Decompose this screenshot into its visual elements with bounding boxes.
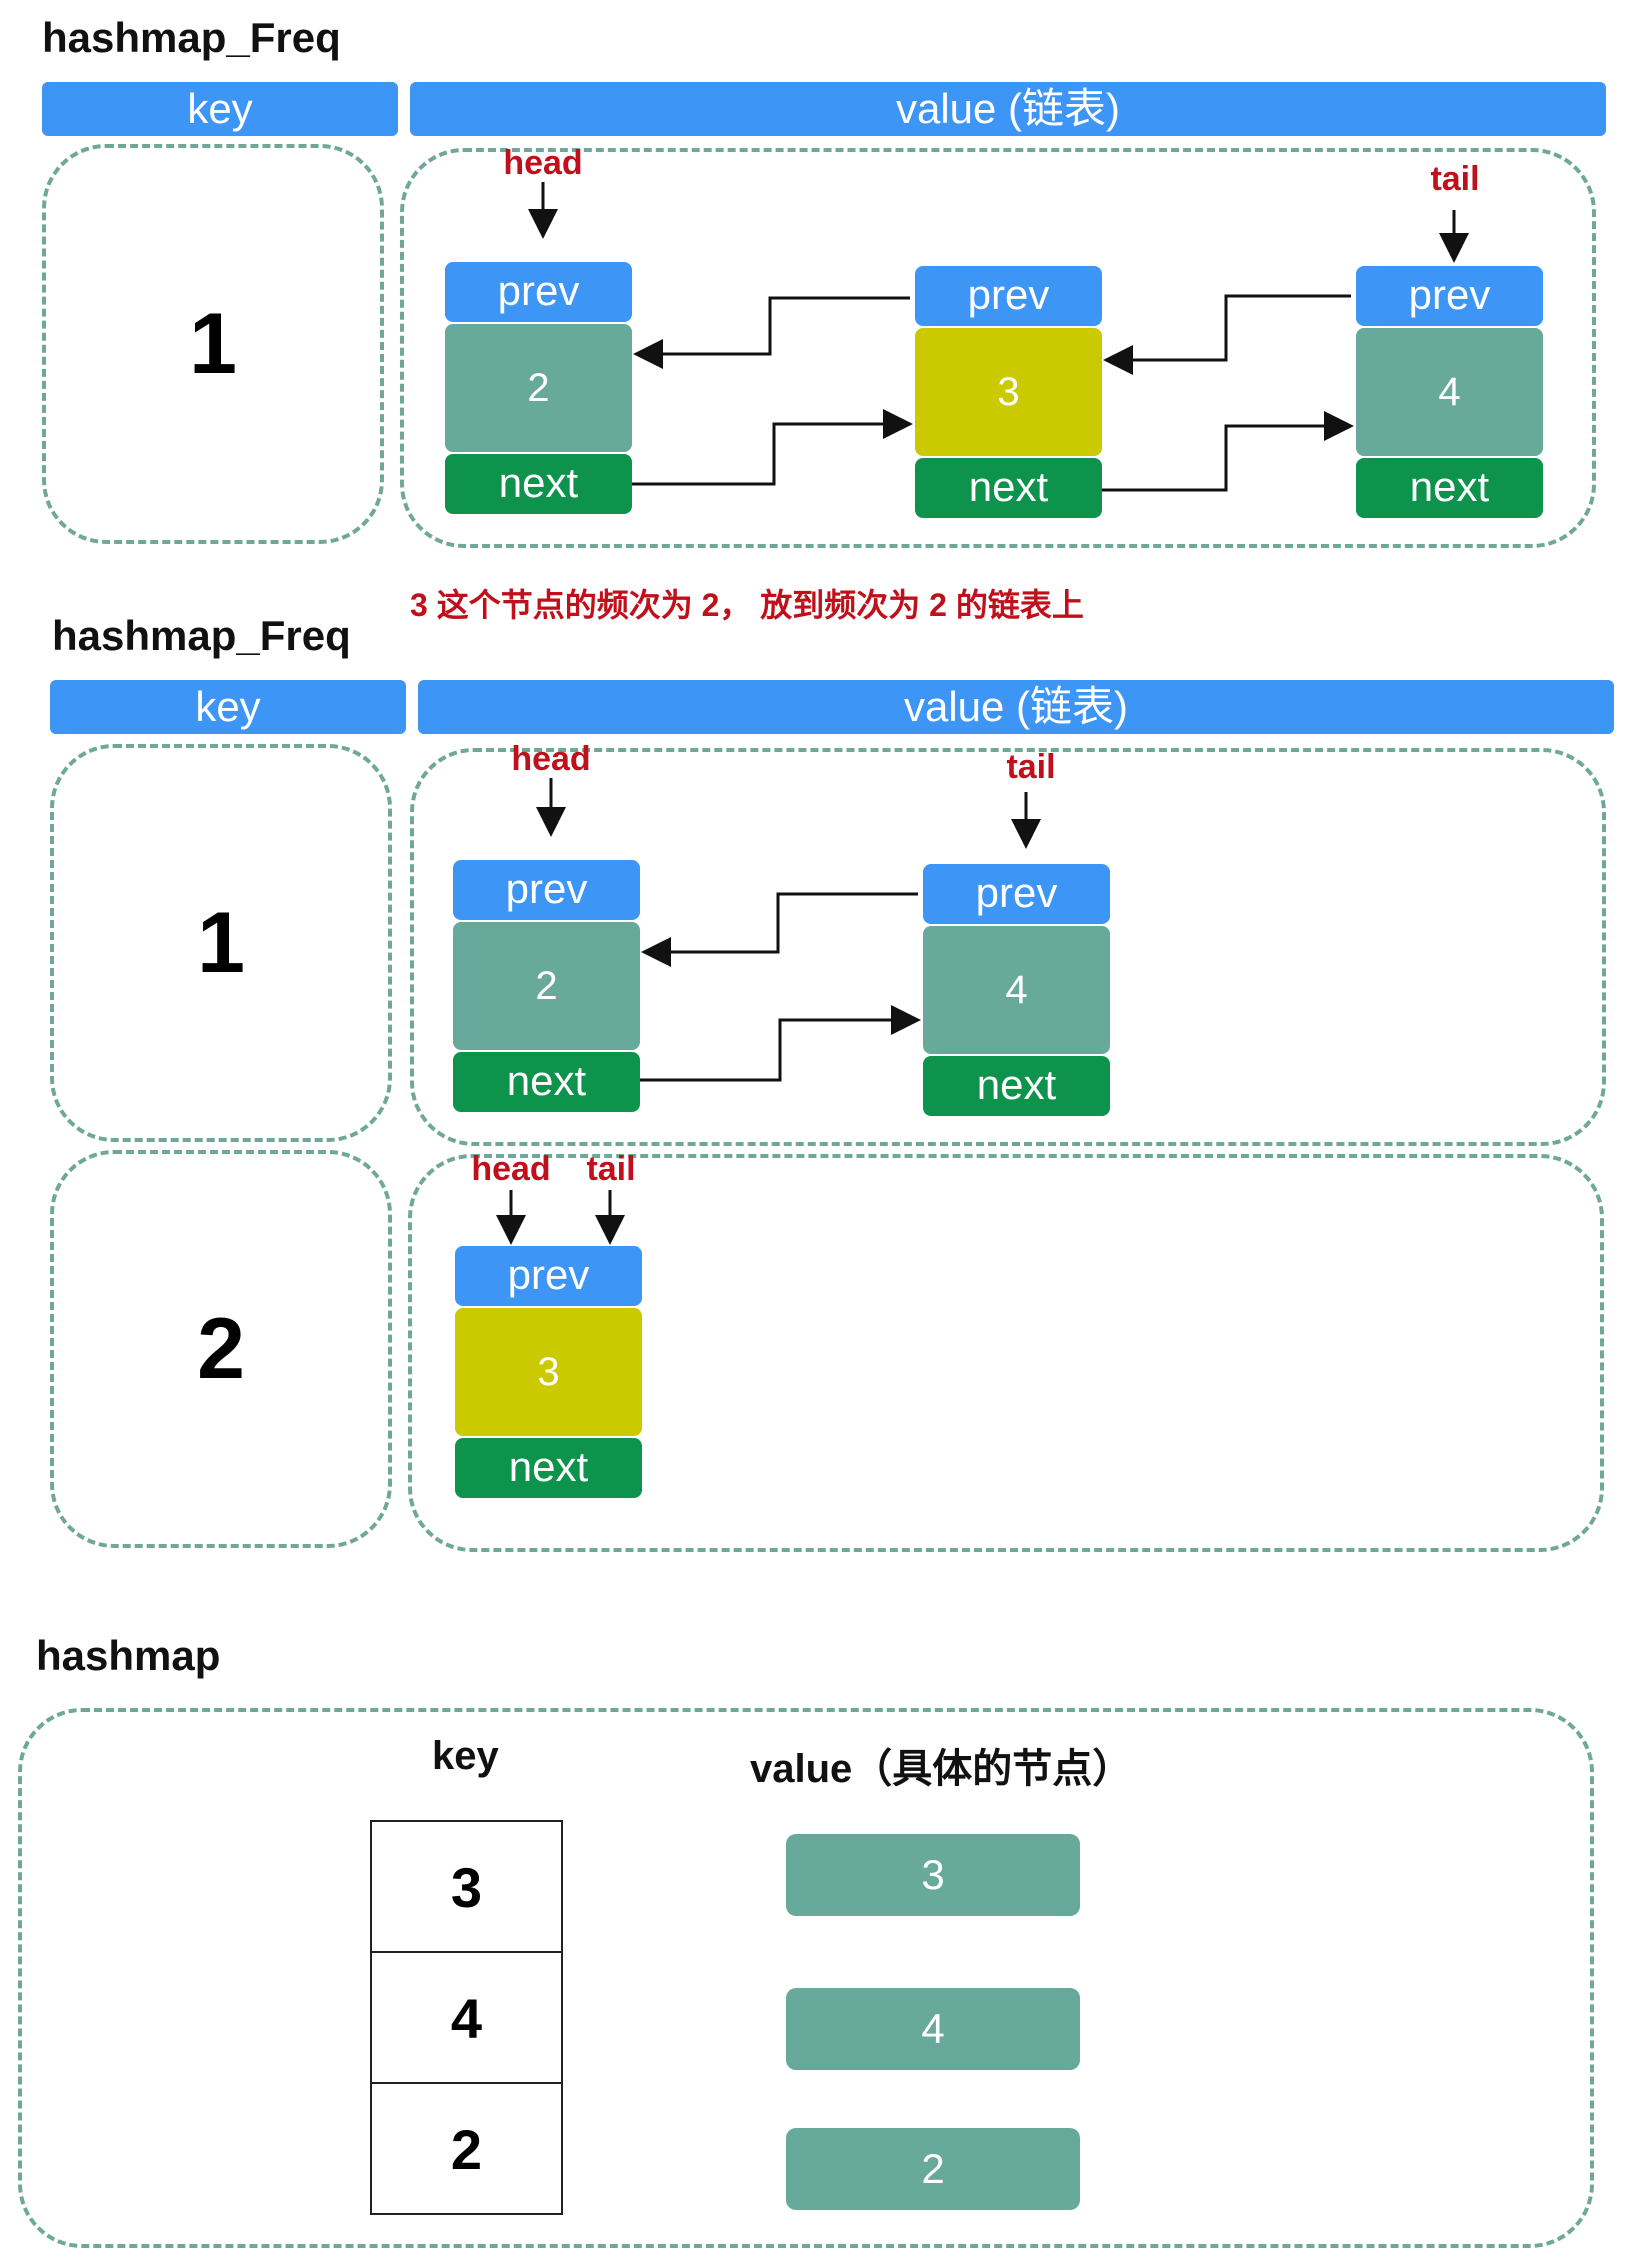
tail-pointer-label: tail bbox=[586, 1150, 636, 1188]
key-cell-after-2: 2 bbox=[50, 1150, 392, 1548]
list-container-before bbox=[400, 148, 1596, 548]
node-next: next bbox=[445, 454, 632, 514]
node-next: next bbox=[923, 1056, 1110, 1116]
node-value: 4 bbox=[1356, 328, 1543, 456]
value-header-before: value (链表) bbox=[410, 82, 1606, 136]
freq-title-before: hashmap_Freq bbox=[42, 14, 341, 61]
tail-pointer-label: tail bbox=[1430, 160, 1480, 198]
hashmap-value-node: 4 bbox=[786, 1988, 1080, 2070]
value-header-after: value (链表) bbox=[418, 680, 1614, 734]
prev-link bbox=[641, 892, 918, 967]
node-next: next bbox=[1356, 458, 1543, 518]
hashmap-key-cell: 4 bbox=[370, 1951, 563, 2084]
list-node: prev 4 next bbox=[1356, 266, 1543, 518]
head-pointer-label: head bbox=[471, 1150, 551, 1188]
hashmap-value-node: 3 bbox=[786, 1834, 1080, 1916]
hashmap-key-column: 3 4 2 bbox=[370, 1820, 563, 2215]
node-next: next bbox=[455, 1438, 642, 1498]
next-link bbox=[640, 1005, 921, 1082]
node-prev: prev bbox=[445, 262, 632, 322]
node-value: 3 bbox=[455, 1308, 642, 1436]
node-value: 4 bbox=[923, 926, 1110, 1054]
next-link bbox=[632, 409, 913, 486]
next-link bbox=[1102, 411, 1354, 492]
node-value: 2 bbox=[453, 922, 640, 1050]
hashmap-container bbox=[18, 1708, 1594, 2248]
list-node: prev 3 next bbox=[455, 1246, 642, 1498]
freq-title-after: hashmap_Freq bbox=[52, 612, 351, 659]
head-pointer-label: head bbox=[511, 740, 591, 778]
hashmap-key-header: key bbox=[432, 1734, 499, 1778]
node-value: 3 bbox=[915, 328, 1102, 456]
prev-link bbox=[633, 296, 910, 369]
node-value: 2 bbox=[445, 324, 632, 452]
freq-key-1: 1 bbox=[189, 296, 237, 392]
hashmap-title: hashmap bbox=[36, 1632, 221, 1679]
freq-key-1: 1 bbox=[197, 895, 245, 991]
node-prev: prev bbox=[923, 864, 1110, 924]
hashmap-value-node: 2 bbox=[786, 2128, 1080, 2210]
node-prev: prev bbox=[915, 266, 1102, 326]
key-cell-before: 1 bbox=[42, 144, 384, 544]
key-header-before: key bbox=[42, 82, 398, 136]
head-pointer-label: head bbox=[503, 144, 583, 182]
list-node: prev 3 next bbox=[915, 266, 1102, 518]
hashmap-key-cell: 2 bbox=[370, 2082, 563, 2215]
hashmap-key-cell: 3 bbox=[370, 1820, 563, 1953]
tail-pointer-label: tail bbox=[1006, 748, 1056, 786]
list-node: prev 2 next bbox=[453, 860, 640, 1112]
node-next: next bbox=[915, 458, 1102, 518]
node-prev: prev bbox=[453, 860, 640, 920]
key-header-after: key bbox=[50, 680, 406, 734]
list-container-after-2 bbox=[408, 1154, 1604, 1552]
list-node: prev 4 next bbox=[923, 864, 1110, 1116]
hashmap-value-header: value（具体的节点） bbox=[750, 1747, 1133, 1791]
node-next: next bbox=[453, 1052, 640, 1112]
node-prev: prev bbox=[1356, 266, 1543, 326]
node-prev: prev bbox=[455, 1246, 642, 1306]
list-node: prev 2 next bbox=[445, 262, 632, 514]
transition-note: 3 这个节点的频次为 2， 放到频次为 2 的链表上 bbox=[410, 587, 1084, 623]
list-container-after-1 bbox=[410, 748, 1606, 1146]
prev-link bbox=[1103, 294, 1351, 375]
freq-key-2: 2 bbox=[197, 1301, 245, 1397]
key-cell-after-1: 1 bbox=[50, 744, 392, 1142]
